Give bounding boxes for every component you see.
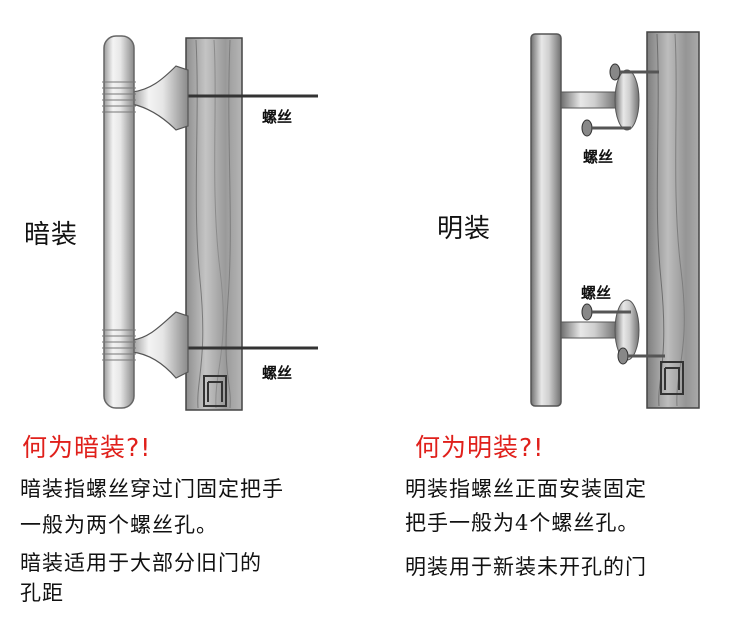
surface-install-panel: 明装 螺丝 螺丝 何为明装?! 明装指螺丝正面安装固定 把手一般为4个螺丝孔。 … [375, 0, 750, 630]
handle-bar [102, 35, 136, 409]
post-top [560, 69, 640, 131]
concealed-label: 暗装 [24, 220, 79, 250]
handle-bar [530, 33, 562, 407]
screw-top-upper [609, 63, 659, 81]
screw-label-top: 螺丝 [583, 148, 614, 166]
concealed-handle-illustration [102, 35, 318, 411]
screw-bottom-upper [581, 303, 631, 321]
surface-heading: 何为明装?! [415, 433, 545, 462]
post-bottom [560, 299, 640, 361]
surface-desc-line-2: 把手一般为4个螺丝孔。 [405, 511, 640, 535]
screw-top-lower [581, 119, 631, 137]
screw-label-bottom: 螺丝 [581, 284, 612, 302]
concealed-desc-line-1: 暗装指螺丝穿过门固定把手 [20, 477, 284, 501]
screw-label-top: 螺丝 [262, 108, 293, 126]
surface-desc-line-3: 明装用于新装未开孔的门 [405, 555, 647, 579]
door-plank [185, 37, 243, 411]
concealed-desc-line-4: 孔距 [20, 581, 64, 605]
surface-handle-illustration [530, 31, 700, 409]
concealed-desc-line-2: 一般为两个螺丝孔。 [20, 513, 218, 537]
screw-label-bottom: 螺丝 [262, 364, 293, 382]
concealed-desc-line-3: 暗装适用于大部分旧门的 [20, 551, 262, 575]
door-plank [646, 31, 700, 409]
standoff-top [131, 65, 189, 131]
surface-desc-line-1: 明装指螺丝正面安装固定 [405, 477, 647, 501]
concealed-install-panel: 暗装 螺丝 螺丝 何为暗装?! 暗装指螺丝穿过门固定把手 一般为两个螺丝孔。 暗… [20, 35, 318, 605]
concealed-heading: 何为暗装?! [22, 433, 152, 462]
standoff-bottom [131, 311, 189, 379]
screw-bottom-lower [617, 347, 665, 365]
surface-label: 明装 [437, 214, 492, 244]
